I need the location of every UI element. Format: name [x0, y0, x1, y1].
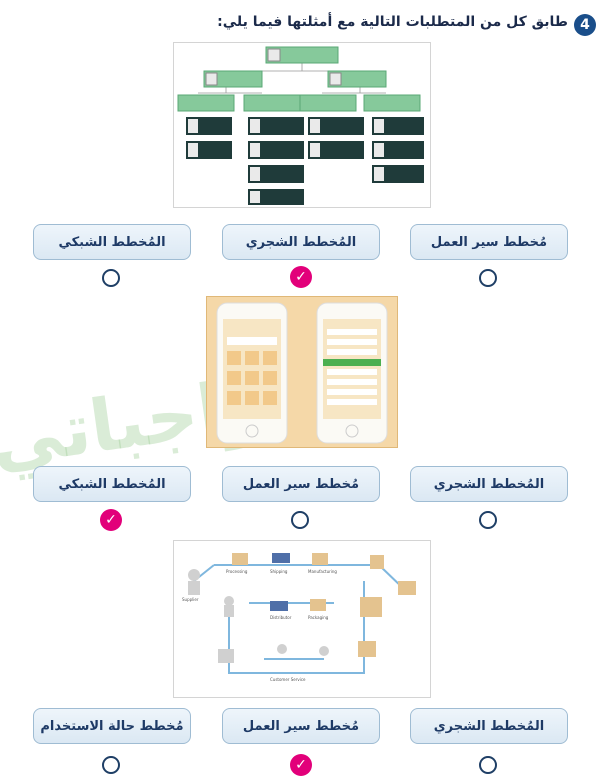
radio-circle-icon[interactable] — [102, 269, 120, 287]
radio-circle-icon[interactable] — [479, 269, 497, 287]
option-use-case-diagram[interactable]: مُخطط حالة الاستخدام — [33, 708, 191, 744]
phone-mockups-illustration — [216, 302, 388, 444]
option-network-diagram[interactable]: المُخطط الشبكي — [33, 466, 191, 502]
tree-diagram-illustration — [177, 46, 424, 205]
tree-diagram-image — [173, 42, 431, 208]
svg-text:Customer Service: Customer Service — [270, 677, 306, 682]
network-diagram-image — [206, 296, 398, 448]
svg-text:Distributor: Distributor — [270, 615, 292, 620]
option-tree-diagram[interactable]: المُخطط الشجري — [222, 224, 380, 260]
radio-circle-icon[interactable] — [479, 756, 497, 774]
radio-circle-icon[interactable] — [102, 756, 120, 774]
option-workflow-diagram[interactable]: مُخطط سير العمل — [222, 466, 380, 502]
workflow-diagram-image: Processing Shipping Manufacturing Supplier… — [173, 540, 431, 698]
option-workflow-diagram[interactable]: مُخطط سير العمل — [410, 224, 568, 260]
question-text: طابق كل من المتطلبات التالية مع أمثلتها … — [217, 14, 568, 30]
option-workflow-diagram[interactable]: مُخطط سير العمل — [222, 708, 380, 744]
workflow-cycle-illustration: Processing Shipping Manufacturing Supplier… — [182, 553, 416, 682]
check-mark-icon[interactable]: ✓ — [290, 754, 312, 776]
option-network-diagram[interactable]: المُخطط الشبكي — [33, 224, 191, 260]
check-mark-icon[interactable]: ✓ — [290, 266, 312, 288]
check-mark-icon[interactable]: ✓ — [100, 509, 122, 531]
radio-circle-icon[interactable] — [479, 511, 497, 529]
radio-circle-icon[interactable] — [291, 511, 309, 529]
question-number-badge: 4 — [574, 14, 596, 36]
svg-text:Processing: Processing — [226, 569, 248, 574]
option-tree-diagram[interactable]: المُخطط الشجري — [410, 708, 568, 744]
svg-text:Shipping: Shipping — [270, 569, 288, 574]
option-tree-diagram[interactable]: المُخطط الشجري — [410, 466, 568, 502]
svg-text:Packaging: Packaging — [308, 615, 329, 620]
svg-text:Supplier: Supplier — [182, 597, 199, 602]
svg-text:Manufacturing: Manufacturing — [308, 569, 337, 574]
